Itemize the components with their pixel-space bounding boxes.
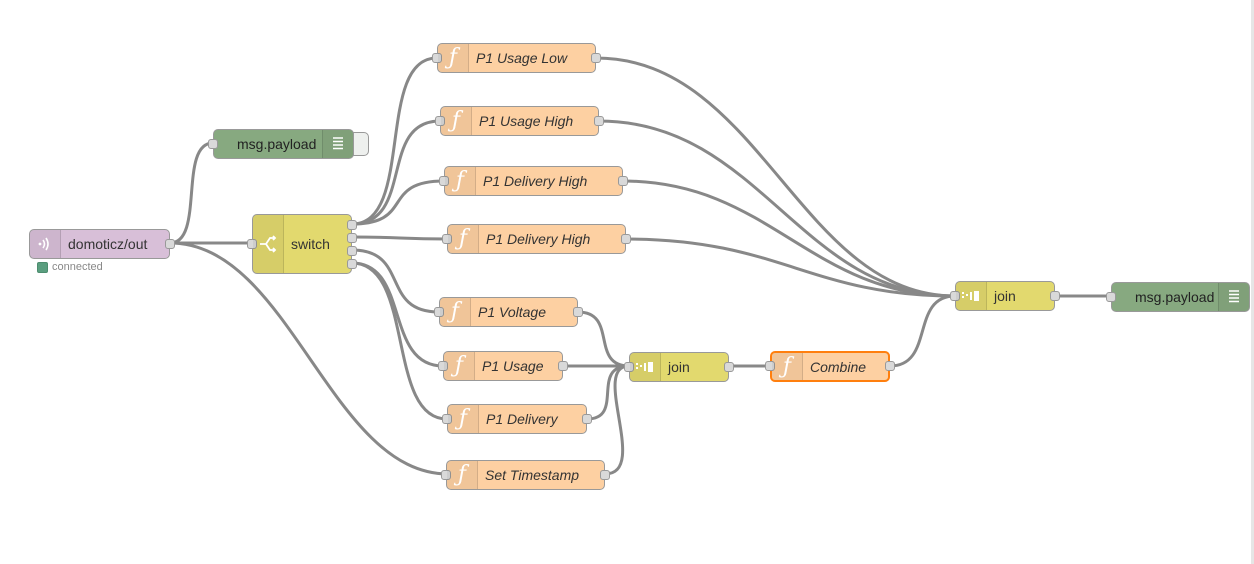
output-port[interactable] [600, 470, 610, 480]
wire [351, 56, 438, 226]
node-label: Combine [810, 358, 867, 375]
node-label: P1 Usage Low [476, 50, 568, 66]
function-icon: ƒ [772, 353, 803, 380]
function-icon: ƒ [447, 461, 478, 489]
node-label: switch [291, 236, 330, 252]
debug-toggle-button[interactable] [353, 132, 369, 156]
wire [586, 364, 630, 421]
output-port[interactable] [885, 361, 895, 371]
node-label: P1 Usage High [479, 113, 574, 129]
input-port[interactable] [1106, 292, 1116, 302]
node-label: domoticz/out [68, 236, 148, 252]
function-icon: ƒ [440, 298, 471, 326]
mqtt-in-node[interactable]: domoticz/out [29, 229, 175, 259]
function-icon: ƒ [445, 167, 476, 195]
wire [351, 261, 444, 368]
function-icon: ƒ [438, 44, 469, 72]
combine-function-node[interactable]: ƒ Combine [765, 351, 895, 382]
wire [351, 235, 448, 241]
output-port[interactable] [724, 362, 734, 372]
output-port[interactable] [165, 239, 175, 249]
node-status: connected [37, 261, 103, 273]
wire [351, 248, 440, 314]
function-node[interactable]: ƒ P1 Voltage [434, 297, 583, 327]
input-port[interactable] [208, 139, 218, 149]
debug-list-icon [322, 130, 353, 158]
output-port[interactable] [347, 233, 357, 243]
wire [577, 310, 630, 368]
function-icon: ƒ [444, 352, 475, 380]
node-label: P1 Delivery [486, 411, 558, 427]
join-icon [630, 353, 661, 381]
input-port[interactable] [435, 116, 445, 126]
wire [598, 119, 956, 298]
function-icon: ƒ [448, 405, 479, 433]
output-port[interactable] [558, 361, 568, 371]
function-icon: ƒ [441, 107, 472, 135]
debug-node[interactable]: msg.payload [208, 129, 354, 159]
output-port[interactable] [573, 307, 583, 317]
wire [351, 119, 441, 226]
output-port[interactable] [347, 259, 357, 269]
wire [595, 56, 956, 298]
input-port[interactable] [624, 362, 634, 372]
switch-node[interactable]: switch [247, 214, 357, 274]
function-node[interactable]: ƒ P1 Delivery High [439, 166, 628, 196]
input-port[interactable] [247, 239, 257, 249]
output-port[interactable] [621, 234, 631, 244]
wire [625, 237, 956, 298]
function-node[interactable]: ƒ P1 Usage Low [432, 43, 601, 73]
input-port[interactable] [442, 234, 452, 244]
output-port[interactable] [347, 246, 357, 256]
function-node[interactable]: ƒ Set Timestamp [441, 460, 610, 490]
function-icon: ƒ [448, 225, 479, 253]
switch-shuffle-icon [253, 215, 284, 273]
output-port[interactable] [591, 53, 601, 63]
join-node[interactable]: join [624, 352, 734, 382]
status-text: connected [52, 261, 103, 273]
output-port[interactable] [347, 220, 357, 230]
join-node[interactable]: join [950, 281, 1060, 311]
wire [169, 241, 449, 476]
input-port[interactable] [438, 361, 448, 371]
node-label: P1 Delivery High [483, 173, 588, 189]
function-node[interactable]: ƒ P1 Usage [438, 351, 568, 381]
debug-node[interactable]: msg.payload [1106, 282, 1250, 312]
function-node[interactable]: ƒ P1 Delivery [442, 404, 592, 434]
input-port[interactable] [434, 307, 444, 317]
input-port[interactable] [439, 176, 449, 186]
wire [351, 261, 448, 421]
wire [604, 364, 630, 476]
input-port[interactable] [765, 361, 775, 371]
output-port[interactable] [618, 176, 628, 186]
debug-list-icon [1218, 283, 1249, 311]
input-port[interactable] [441, 470, 451, 480]
function-node[interactable]: ƒ P1 Usage High [435, 106, 604, 136]
node-label: join [668, 359, 690, 375]
node-label: msg.payload [237, 136, 317, 152]
node-label: Set Timestamp [485, 467, 580, 483]
node-label: P1 Usage [482, 358, 544, 374]
wire [889, 294, 956, 368]
function-node[interactable]: ƒ P1 Delivery High [442, 224, 631, 254]
wire [169, 141, 214, 245]
input-port[interactable] [950, 291, 960, 301]
node-label: msg.payload [1135, 289, 1215, 305]
join-icon [956, 282, 987, 310]
workspace-scrollbar[interactable] [1251, 0, 1254, 564]
output-port[interactable] [594, 116, 604, 126]
status-connected-icon [37, 261, 48, 273]
mqtt-signal-icon [30, 230, 61, 258]
node-label: P1 Voltage [478, 304, 546, 320]
node-label: join [994, 288, 1016, 304]
output-port[interactable] [1050, 291, 1060, 301]
output-port[interactable] [582, 414, 592, 424]
input-port[interactable] [442, 414, 452, 424]
input-port[interactable] [432, 53, 442, 63]
wire [351, 179, 445, 226]
node-label: P1 Delivery High [486, 231, 591, 247]
wire [622, 179, 956, 298]
